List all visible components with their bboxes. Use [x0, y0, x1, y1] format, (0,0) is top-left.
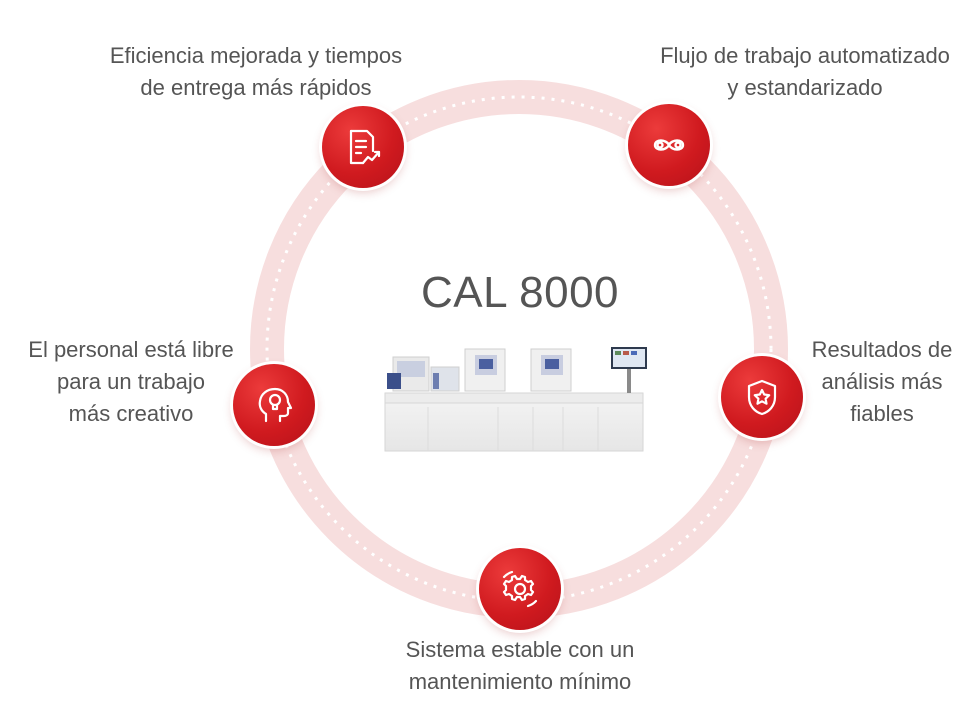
label-line: y estandarizado [727, 75, 883, 100]
feature-label-stability: Sistema estable con un mantenimiento mín… [370, 634, 670, 698]
label-line: análisis más [821, 369, 943, 394]
head-lightbulb-badge [233, 364, 315, 446]
workflow-loop-icon [653, 139, 685, 151]
label-line: de entrega más rápidos [140, 75, 372, 100]
document-chart-icon [349, 129, 381, 165]
label-line: Eficiencia mejorada y tiempos [109, 43, 403, 68]
label-line: Flujo de trabajo automatizado [660, 43, 950, 68]
shield-star-icon [747, 379, 777, 416]
feature-label-efficiency: Eficiencia mejorada y tiempos de entrega… [94, 40, 418, 104]
feature-label-staff: El personal está libre para un trabajo m… [14, 334, 248, 430]
gear-cycle-icon [502, 570, 538, 608]
shield-star-badge [721, 356, 803, 438]
label-line: Resultados de [811, 337, 953, 362]
product-title: CAL 8000 [420, 268, 620, 317]
analyzer-instrument-image [384, 347, 647, 452]
head-lightbulb-icon [258, 387, 293, 423]
label-line: para un trabajo [57, 369, 205, 394]
feature-label-results: Resultados de análisis más fiables [796, 334, 968, 430]
feature-label-workflow: Flujo de trabajo automatizado y estandar… [640, 40, 970, 104]
document-chart-badge [322, 106, 404, 188]
label-line: mantenimiento mínimo [408, 669, 632, 694]
label-line: más creativo [68, 401, 194, 426]
gear-cycle-badge [479, 548, 561, 630]
label-line: El personal está libre [28, 337, 234, 362]
label-line: fiables [850, 401, 914, 426]
label-line: Sistema estable con un [405, 637, 635, 662]
workflow-loop-badge [628, 104, 710, 186]
